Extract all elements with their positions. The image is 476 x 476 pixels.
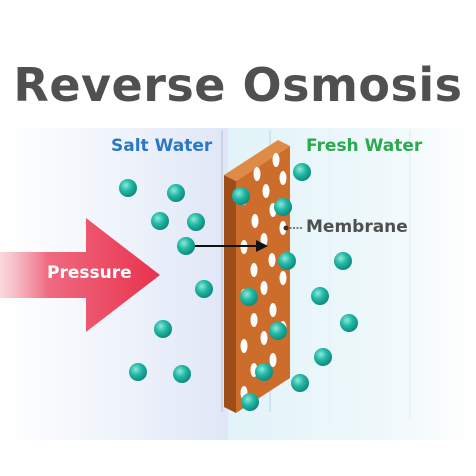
membrane-callout	[283, 225, 303, 231]
flow-arrow	[190, 240, 268, 252]
water-molecules	[119, 163, 358, 411]
pressure-arrow	[0, 218, 160, 332]
membrane-label: Membrane	[306, 217, 408, 237]
fresh-water-label: Fresh Water	[306, 136, 423, 156]
diagram-title: Reverse Osmosis	[13, 58, 463, 112]
pressure-label: Pressure	[47, 263, 132, 283]
salt-water-label: Salt Water	[111, 136, 213, 156]
membrane-pores	[240, 153, 287, 400]
